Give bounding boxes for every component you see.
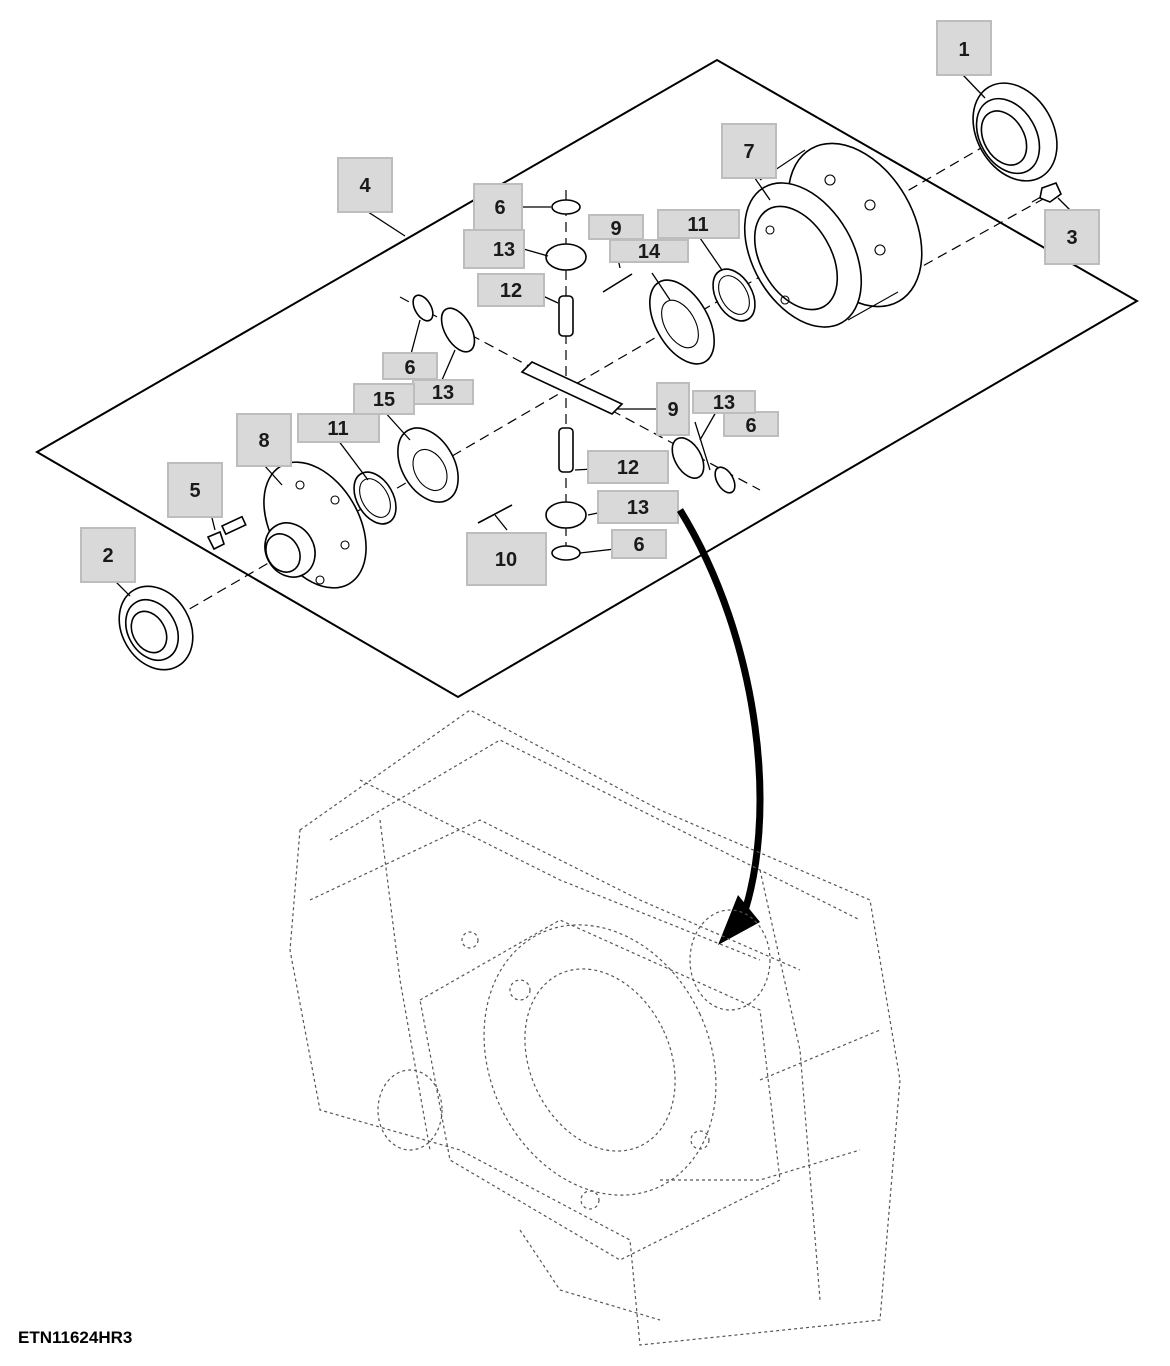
differential-cover	[263, 461, 367, 589]
callout-13c: 13	[692, 390, 756, 414]
svg-text:13: 13	[432, 382, 454, 404]
callout-6c: 6	[723, 411, 779, 437]
callout-3: 3	[1044, 209, 1100, 265]
thrust-rings	[353, 268, 756, 525]
insertion-arrow	[677, 508, 764, 945]
callout-2: 2	[80, 527, 136, 583]
svg-text:12: 12	[617, 457, 639, 479]
callout-11a: 11	[657, 209, 740, 239]
callout-9a: 9	[588, 214, 644, 240]
transmission-housing	[289, 709, 901, 1346]
svg-text:14: 14	[638, 241, 661, 263]
callout-9b: 9	[656, 382, 690, 436]
svg-text:15: 15	[373, 389, 395, 411]
bearing-right	[972, 82, 1058, 182]
assembly-plane	[35, 58, 1139, 699]
callout-4: 4	[337, 157, 393, 213]
svg-text:10: 10	[495, 549, 517, 571]
cross-shafts	[520, 295, 624, 473]
svg-text:8: 8	[258, 430, 269, 452]
svg-text:9: 9	[667, 399, 678, 421]
roll-pins	[477, 273, 633, 524]
callouts: 1 2 3 4 5 6 6 6 6 7 8 9 9 10 11 11 12 12…	[80, 20, 1100, 586]
callout-12a: 12	[477, 273, 545, 307]
svg-text:13: 13	[493, 239, 515, 261]
svg-text:11: 11	[687, 214, 708, 236]
svg-text:13: 13	[627, 497, 649, 519]
callout-6d: 6	[611, 529, 667, 559]
callout-6a: 6	[473, 183, 523, 231]
svg-text:13: 13	[713, 392, 735, 414]
svg-text:6: 6	[494, 197, 505, 219]
callout-1: 1	[936, 20, 992, 76]
bolt-right	[1031, 181, 1062, 203]
bolt-left	[206, 515, 247, 551]
callout-6b: 6	[382, 352, 438, 380]
svg-text:12: 12	[500, 280, 522, 302]
callout-7: 7	[721, 123, 777, 179]
callout-13d: 13	[597, 490, 679, 524]
svg-text:11: 11	[327, 418, 348, 440]
svg-text:6: 6	[404, 357, 415, 379]
callout-8: 8	[236, 413, 292, 467]
svg-text:3: 3	[1066, 227, 1077, 249]
svg-text:9: 9	[610, 218, 621, 240]
callout-10: 10	[466, 532, 547, 586]
callout-11b: 11	[297, 413, 380, 443]
pinion-gears	[440, 243, 705, 529]
callout-12b: 12	[587, 450, 669, 484]
callout-leaders	[105, 74, 1071, 597]
differential-case	[743, 142, 923, 328]
svg-text:1: 1	[958, 39, 969, 61]
callout-15: 15	[353, 383, 415, 415]
svg-text:6: 6	[745, 415, 756, 437]
thrust-washers	[412, 199, 736, 561]
svg-text:5: 5	[189, 480, 200, 502]
svg-text:6: 6	[633, 534, 644, 556]
svg-text:7: 7	[743, 141, 754, 163]
bearing-left	[118, 585, 194, 671]
svg-text:2: 2	[102, 545, 113, 567]
callout-13b: 13	[412, 379, 474, 405]
svg-text:4: 4	[359, 175, 371, 197]
callout-14: 14	[609, 239, 689, 263]
figure-code: ETN11624HR3	[18, 1328, 133, 1347]
side-gears	[397, 279, 715, 503]
callout-13a: 13	[463, 229, 525, 269]
callout-5: 5	[167, 462, 223, 518]
